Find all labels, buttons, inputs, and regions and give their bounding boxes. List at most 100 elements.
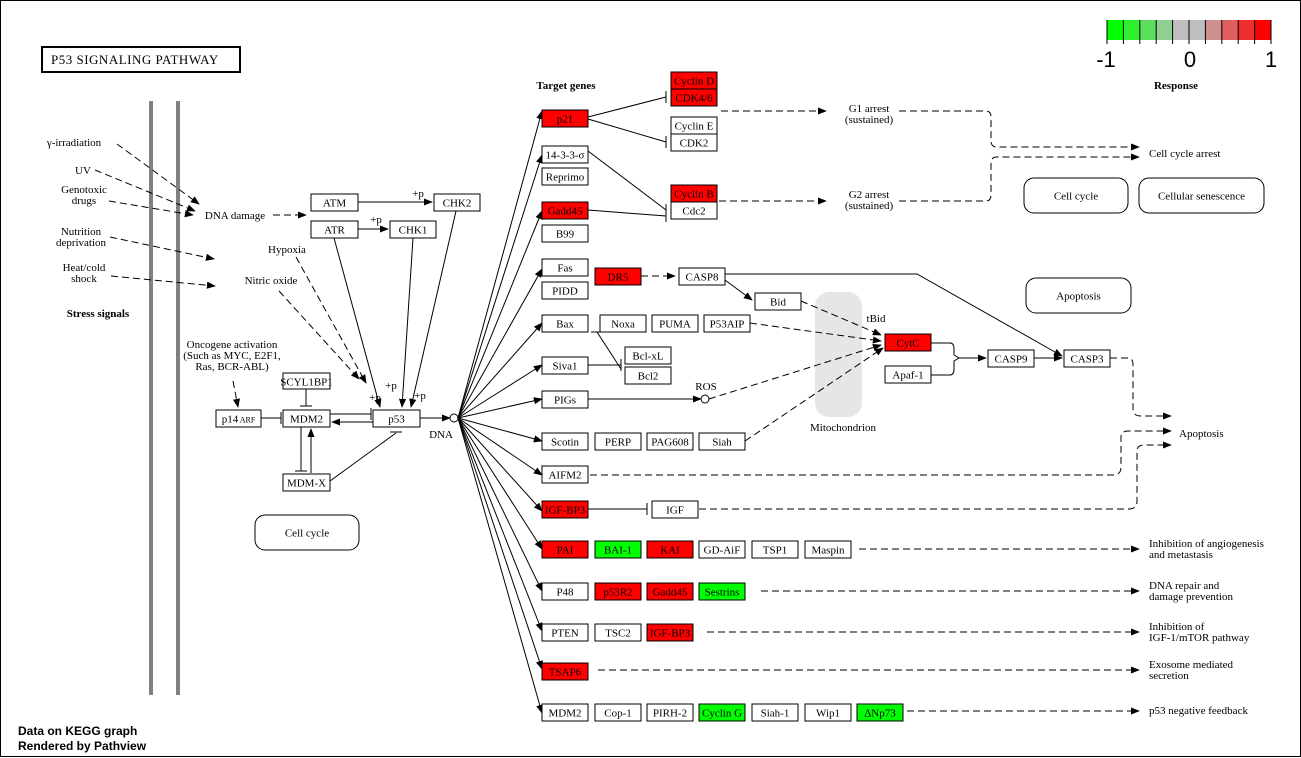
pathway-map-box[interactable]: [1025, 277, 1132, 314]
gene-node[interactable]: Fas: [541, 258, 589, 277]
pathway-map-link-senescence[interactable]: Cellular senescence: [1138, 177, 1265, 214]
gene-box[interactable]: [541, 109, 589, 128]
gene-box[interactable]: [646, 582, 694, 601]
gene-node[interactable]: AIFM2: [541, 465, 589, 484]
gene-node[interactable]: Maspin: [804, 540, 852, 559]
gene-node[interactable]: Bax: [541, 314, 589, 333]
gene-box[interactable]: [541, 145, 589, 164]
gene-node[interactable]: Siah-1: [751, 703, 799, 722]
gene-node[interactable]: 14-3-3-σ: [541, 145, 589, 164]
gene-box[interactable]: [754, 292, 802, 311]
gene-box[interactable]: [389, 220, 437, 239]
gene-box[interactable]: [651, 314, 699, 333]
gene-node[interactable]: MDM2: [541, 703, 589, 722]
gene-node[interactable]: p14 ARF: [215, 409, 262, 428]
gene-box[interactable]: [678, 267, 726, 286]
pathway-map-box[interactable]: [254, 514, 360, 551]
gene-node[interactable]: Cdc2: [670, 201, 718, 220]
gene-box[interactable]: [541, 224, 589, 243]
gene-node[interactable]: CytC: [884, 333, 932, 352]
gene-box[interactable]: [215, 409, 262, 428]
gene-node[interactable]: Gadd45: [541, 201, 589, 220]
gene-node[interactable]: Cyclin G: [698, 703, 746, 722]
gene-box[interactable]: [541, 201, 589, 220]
gene-box[interactable]: [541, 540, 589, 559]
gene-node[interactable]: Reprimo: [541, 167, 589, 186]
gene-node[interactable]: PIGs: [541, 390, 589, 409]
gene-box[interactable]: [541, 390, 589, 409]
gene-node[interactable]: PIDD: [541, 281, 589, 300]
gene-node[interactable]: KAI: [646, 540, 694, 559]
gene-box[interactable]: [541, 582, 589, 601]
gene-node[interactable]: Cyclin B: [670, 184, 718, 203]
gene-box[interactable]: [594, 623, 642, 642]
gene-box[interactable]: [703, 314, 751, 333]
gene-node[interactable]: Cop-1: [594, 703, 642, 722]
gene-box[interactable]: [541, 703, 589, 722]
gene-box[interactable]: [599, 314, 647, 333]
gene-node[interactable]: IGF: [651, 500, 699, 519]
gene-node[interactable]: TSAP6: [541, 662, 589, 681]
gene-node[interactable]: IGF-BP3: [541, 500, 589, 519]
gene-node[interactable]: Wip1: [804, 703, 852, 722]
gene-node[interactable]: IGF-BP3: [646, 623, 694, 642]
gene-box[interactable]: [856, 703, 904, 722]
gene-node[interactable]: CASP3: [1063, 349, 1111, 368]
gene-node[interactable]: SCYL1BP1: [280, 372, 333, 390]
gene-box[interactable]: [646, 703, 694, 722]
gene-node[interactable]: Scotin: [541, 432, 589, 451]
gene-box[interactable]: [433, 193, 481, 212]
gene-node[interactable]: Bid: [754, 292, 802, 311]
gene-node[interactable]: Cyclin E: [670, 116, 718, 135]
gene-node[interactable]: P53AIP: [703, 314, 751, 333]
gene-box[interactable]: [698, 540, 746, 559]
gene-box[interactable]: [698, 703, 746, 722]
gene-node[interactable]: CDK2: [670, 133, 718, 152]
gene-node[interactable]: P48: [541, 582, 589, 601]
gene-node[interactable]: Siah: [698, 432, 746, 451]
gene-node[interactable]: Cyclin D: [670, 71, 718, 90]
gene-box[interactable]: [594, 540, 642, 559]
gene-node[interactable]: DR5: [594, 267, 642, 286]
gene-box[interactable]: [884, 365, 932, 384]
gene-node[interactable]: ATR: [310, 220, 359, 239]
gene-box[interactable]: [541, 314, 589, 333]
gene-node[interactable]: PUMA: [651, 314, 699, 333]
gene-node[interactable]: BAI-1: [594, 540, 642, 559]
gene-box[interactable]: [594, 267, 642, 286]
gene-box[interactable]: [884, 333, 932, 352]
gene-node[interactable]: CDK4/6: [670, 88, 718, 107]
gene-node[interactable]: p21: [541, 109, 589, 128]
pathway-map-link-cellcycle1[interactable]: Cell cycle: [254, 514, 360, 551]
gene-box[interactable]: [282, 372, 331, 390]
gene-box[interactable]: [670, 201, 718, 220]
gene-box[interactable]: [670, 133, 718, 152]
gene-box[interactable]: [282, 409, 331, 428]
gene-node[interactable]: ΔNp73: [856, 703, 904, 722]
gene-box[interactable]: [541, 167, 589, 186]
gene-node[interactable]: Sestrins: [698, 582, 746, 601]
gene-box[interactable]: [1063, 349, 1111, 368]
gene-box[interactable]: [282, 473, 331, 492]
gene-node[interactable]: PTEN: [541, 623, 589, 642]
gene-node[interactable]: CASP8: [678, 267, 726, 286]
pathway-map-box[interactable]: [1138, 177, 1265, 214]
gene-box[interactable]: [624, 346, 672, 365]
gene-node[interactable]: PIRH-2: [646, 703, 694, 722]
gene-box[interactable]: [541, 281, 589, 300]
gene-box[interactable]: [698, 582, 746, 601]
gene-node[interactable]: PAI: [541, 540, 589, 559]
pathway-map-link-cellcycle2[interactable]: Cell cycle: [1023, 177, 1129, 214]
gene-box[interactable]: [594, 432, 642, 451]
gene-box[interactable]: [651, 500, 699, 519]
gene-box[interactable]: [541, 356, 589, 375]
gene-box[interactable]: [541, 465, 589, 484]
gene-box[interactable]: [646, 540, 694, 559]
gene-box[interactable]: [541, 432, 589, 451]
gene-box[interactable]: [751, 703, 799, 722]
gene-box[interactable]: [804, 703, 852, 722]
gene-node[interactable]: GD-AiF: [698, 540, 746, 559]
gene-node[interactable]: Bcl2: [624, 366, 672, 385]
gene-node[interactable]: TSP1: [751, 540, 799, 559]
gene-box[interactable]: [310, 193, 359, 212]
